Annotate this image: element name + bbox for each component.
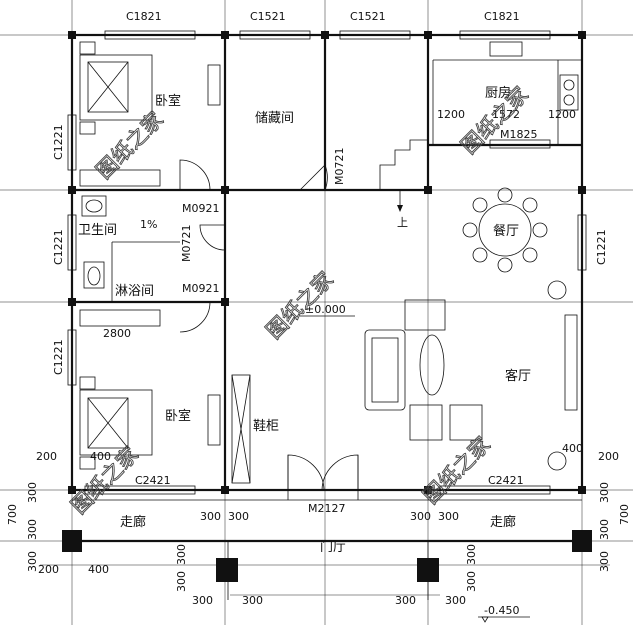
room-bathroom: 卫生间 bbox=[78, 223, 117, 238]
living-sofas bbox=[364, 280, 578, 471]
dim-400-right: 400 bbox=[562, 442, 583, 455]
dim-300-v3: 300 bbox=[465, 544, 478, 565]
slope-label: 1% bbox=[140, 218, 157, 231]
watermarks: 图纸之家 图纸之家 图纸之家 图纸之家 图纸之家 bbox=[66, 82, 533, 519]
watermark-1: 图纸之家 bbox=[92, 107, 168, 183]
dim-300-d: 300 bbox=[438, 510, 459, 523]
dim-kitchen-right: 1200 bbox=[548, 108, 576, 121]
dim-300-v4: 300 bbox=[465, 571, 478, 592]
dim-400-bottom: 400 bbox=[88, 563, 109, 576]
dim-300-b: 300 bbox=[228, 510, 249, 523]
dim-300-f: 300 bbox=[26, 519, 39, 540]
door-label-m0921-b: M0921 bbox=[182, 282, 220, 295]
dim-300-v2: 300 bbox=[175, 571, 188, 592]
room-shoe-cabinet: 鞋柜 bbox=[253, 418, 279, 434]
dimension-labels: 1200 1572 1200 2800 200 400 400 200 300 … bbox=[6, 108, 631, 607]
window-label-bottom-left: C2421 bbox=[135, 474, 171, 487]
dim-300-rr: 300 bbox=[445, 594, 466, 607]
dim-bath-width: 2800 bbox=[103, 327, 131, 340]
dim-200-right: 200 bbox=[598, 450, 619, 463]
window-label-left-3: C1221 bbox=[52, 339, 65, 375]
wardrobes bbox=[79, 64, 221, 446]
dim-300-g: 300 bbox=[598, 482, 611, 503]
room-corridor-right: 走廊 bbox=[490, 514, 516, 530]
window-label-right-1: C1221 bbox=[595, 229, 608, 265]
room-corridor-left: 走廊 bbox=[120, 514, 146, 530]
dim-300-h: 300 bbox=[598, 519, 611, 540]
bed-bottom bbox=[79, 376, 153, 470]
room-kitchen: 厨房 bbox=[485, 85, 511, 101]
dim-300-bl: 300 bbox=[192, 594, 213, 607]
window-label-top-3: C1521 bbox=[350, 10, 386, 23]
doors bbox=[179, 159, 359, 500]
room-dining: 餐厅 bbox=[493, 223, 519, 239]
room-storage: 储藏间 bbox=[255, 111, 294, 126]
dim-400-left: 400 bbox=[90, 450, 111, 463]
room-entrance-hall: 门厅 bbox=[320, 540, 346, 555]
dim-kitchen-mid: 1572 bbox=[492, 108, 520, 121]
door-label-m2127: M2127 bbox=[308, 502, 346, 515]
dim-300-rl: 300 bbox=[395, 594, 416, 607]
dim-300-br: 300 bbox=[242, 594, 263, 607]
shoe-cabinet-box bbox=[231, 374, 251, 484]
stair-up-label: 上 bbox=[397, 216, 408, 229]
dim-300-v5: 300 bbox=[26, 551, 39, 572]
room-shower: 淋浴间 bbox=[115, 284, 154, 299]
dim-300-v6: 300 bbox=[598, 551, 611, 572]
dim-300-v1: 300 bbox=[175, 544, 188, 565]
dim-200-bottom: 200 bbox=[38, 563, 59, 576]
dim-300-a: 300 bbox=[200, 510, 221, 523]
windows bbox=[67, 30, 587, 495]
dim-700-left: 700 bbox=[6, 504, 19, 525]
room-living: 客厅 bbox=[505, 368, 531, 384]
window-label-top-1: C1821 bbox=[126, 10, 162, 23]
dim-200-left: 200 bbox=[36, 450, 57, 463]
level-outdoor: -0.450 bbox=[484, 604, 519, 617]
stairs bbox=[379, 139, 428, 212]
window-label-top-2: C1521 bbox=[250, 10, 286, 23]
dim-kitchen-left: 1200 bbox=[437, 108, 465, 121]
columns bbox=[62, 31, 592, 582]
window-label-bottom-right: C2421 bbox=[488, 474, 524, 487]
window-label-left-2: C1221 bbox=[52, 229, 65, 265]
dining-table bbox=[462, 187, 548, 273]
door-label-m0921-a: M0921 bbox=[182, 202, 220, 215]
door-label-m0721-bath: M0721 bbox=[180, 225, 193, 263]
kitchen-fixtures bbox=[489, 41, 579, 149]
dim-300-c: 300 bbox=[410, 510, 431, 523]
bathroom-fixtures bbox=[81, 195, 107, 289]
window-label-left-1: C1221 bbox=[52, 124, 65, 160]
door-label-m0721-storage: M0721 bbox=[333, 148, 346, 186]
room-bedroom-top: 卧室 bbox=[155, 93, 181, 109]
door-label-m1825: M1825 bbox=[500, 128, 538, 141]
dim-300-e: 300 bbox=[26, 482, 39, 503]
dim-700-right: 700 bbox=[618, 504, 631, 525]
level-floor: ±0.000 bbox=[305, 303, 346, 316]
room-bedroom-bottom: 卧室 bbox=[165, 408, 191, 424]
watermark-5: 图纸之家 bbox=[419, 432, 495, 508]
window-label-top-4: C1821 bbox=[484, 10, 520, 23]
bed-top bbox=[79, 41, 153, 135]
